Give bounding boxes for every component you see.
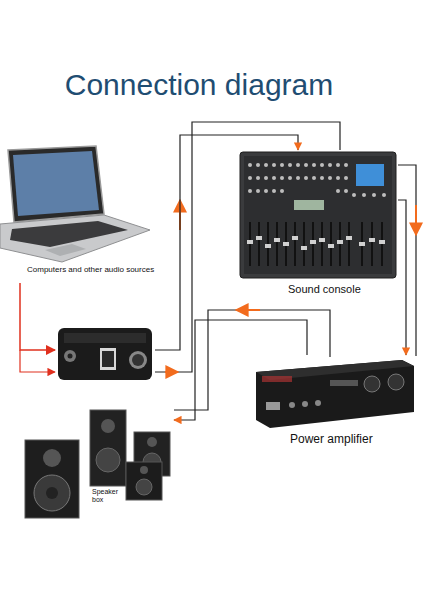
node-label: Computers and other audio sources <box>27 265 160 274</box>
di-box-illustration <box>58 328 152 380</box>
connector <box>398 200 406 355</box>
node-label: Speaker box <box>92 488 122 504</box>
laptop-illustration <box>0 146 150 262</box>
speaker-node: Speaker box <box>22 405 174 520</box>
diagram-title: Connection diagram <box>0 68 398 102</box>
connector <box>155 135 298 350</box>
source-node: Computers and other audio sources <box>0 143 160 283</box>
speaker-illustration <box>25 410 170 518</box>
amplifier-node: Power amplifier <box>252 355 417 450</box>
console-illustration <box>240 152 396 278</box>
di-box-node <box>55 322 155 385</box>
connector <box>20 283 55 350</box>
node-label: Sound console <box>288 283 393 296</box>
connector <box>174 320 307 420</box>
console-node: Sound console <box>238 150 398 298</box>
node-label: Power amplifier <box>290 433 415 447</box>
amplifier-illustration <box>256 360 414 428</box>
extra-wire <box>20 122 416 410</box>
